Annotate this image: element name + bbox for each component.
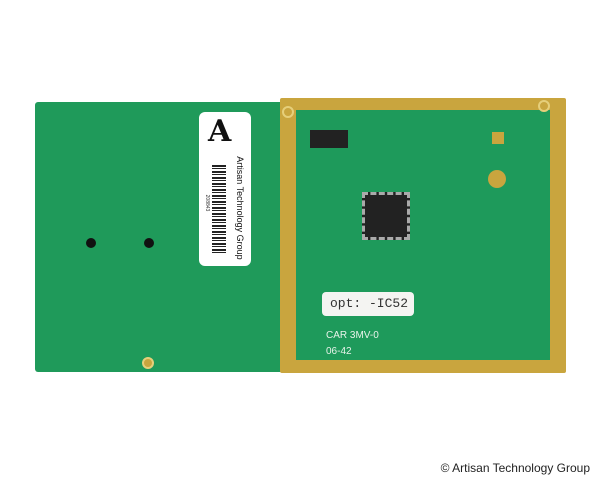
option-sticker: opt: -IC52 [322,292,414,316]
qfp-chip [362,192,410,240]
left-pcb [35,102,290,372]
mounting-hole [538,100,550,112]
label-brand: Artisan Technology Group [235,156,245,260]
gold-pad [488,170,506,188]
label-serial: 208843 [204,194,210,212]
logo-letter: A [208,114,232,149]
ic-chip [310,130,348,148]
right-pcb [296,110,550,360]
board-hole [144,238,154,248]
mounting-hole [142,357,154,369]
silkscreen-text: CAR 3MV-0 [326,330,379,341]
gold-pad [492,132,504,144]
board-hole [86,238,96,248]
barcode [212,165,226,255]
silkscreen-date: 06-42 [326,346,352,357]
copyright-caption: © Artisan Technology Group [440,461,590,475]
mounting-hole [282,106,294,118]
